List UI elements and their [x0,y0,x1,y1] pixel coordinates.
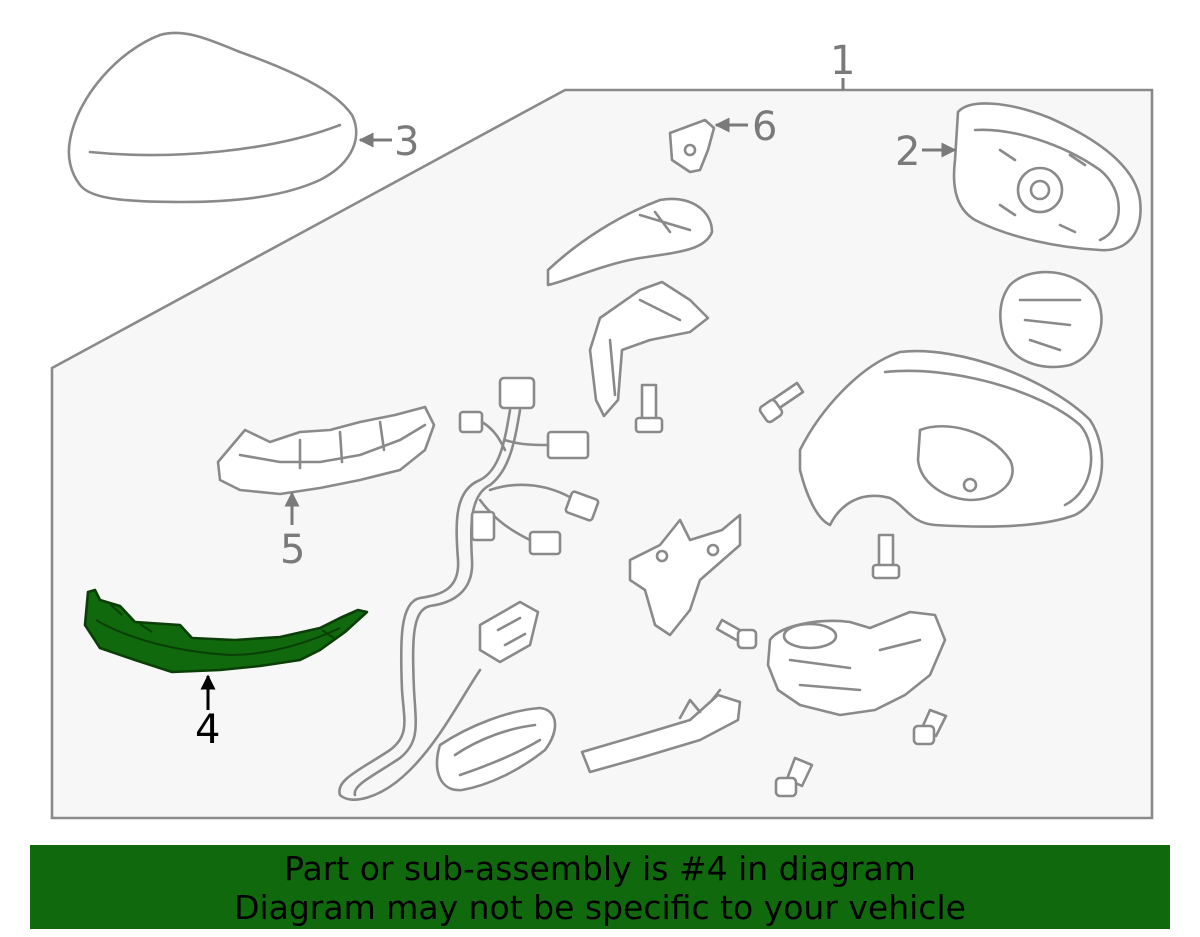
bolt-1 [634,383,664,434]
clip-part [668,118,716,174]
banner-line-2: Diagram may not be specific to your vehi… [234,888,966,927]
bolt-2 [758,381,805,424]
callout-4: 4 [195,707,220,753]
turn-signal-lamp-part [83,588,369,674]
bolt-3 [871,533,901,580]
callout-6: 6 [752,104,777,150]
bolt-5 [912,708,948,746]
lamp-bracket-part [216,405,436,496]
trim-strip-part [580,688,742,774]
lower-bracket-part [628,513,742,637]
callout-3: 3 [394,119,419,165]
callout-1: 1 [830,38,855,84]
bolt-4 [715,618,758,650]
mid-bracket-part [588,280,710,418]
callout-2: 2 [895,129,920,175]
actuator-ring-part [999,270,1103,369]
mirror-housing-part [798,349,1104,528]
wiring-harness-part [338,376,600,801]
bolt-6 [774,756,814,798]
highlight-banner: Part or sub-assembly is #4 in diagram Di… [30,845,1170,929]
banner-line-1: Part or sub-assembly is #4 in diagram [284,849,916,888]
mirror-glass-part [952,102,1142,252]
gasket-part [435,706,557,792]
motor-unit-part [766,610,947,717]
mirror-cover-part [67,31,358,204]
callout-5: 5 [280,527,305,573]
upper-bracket-part [546,197,714,287]
